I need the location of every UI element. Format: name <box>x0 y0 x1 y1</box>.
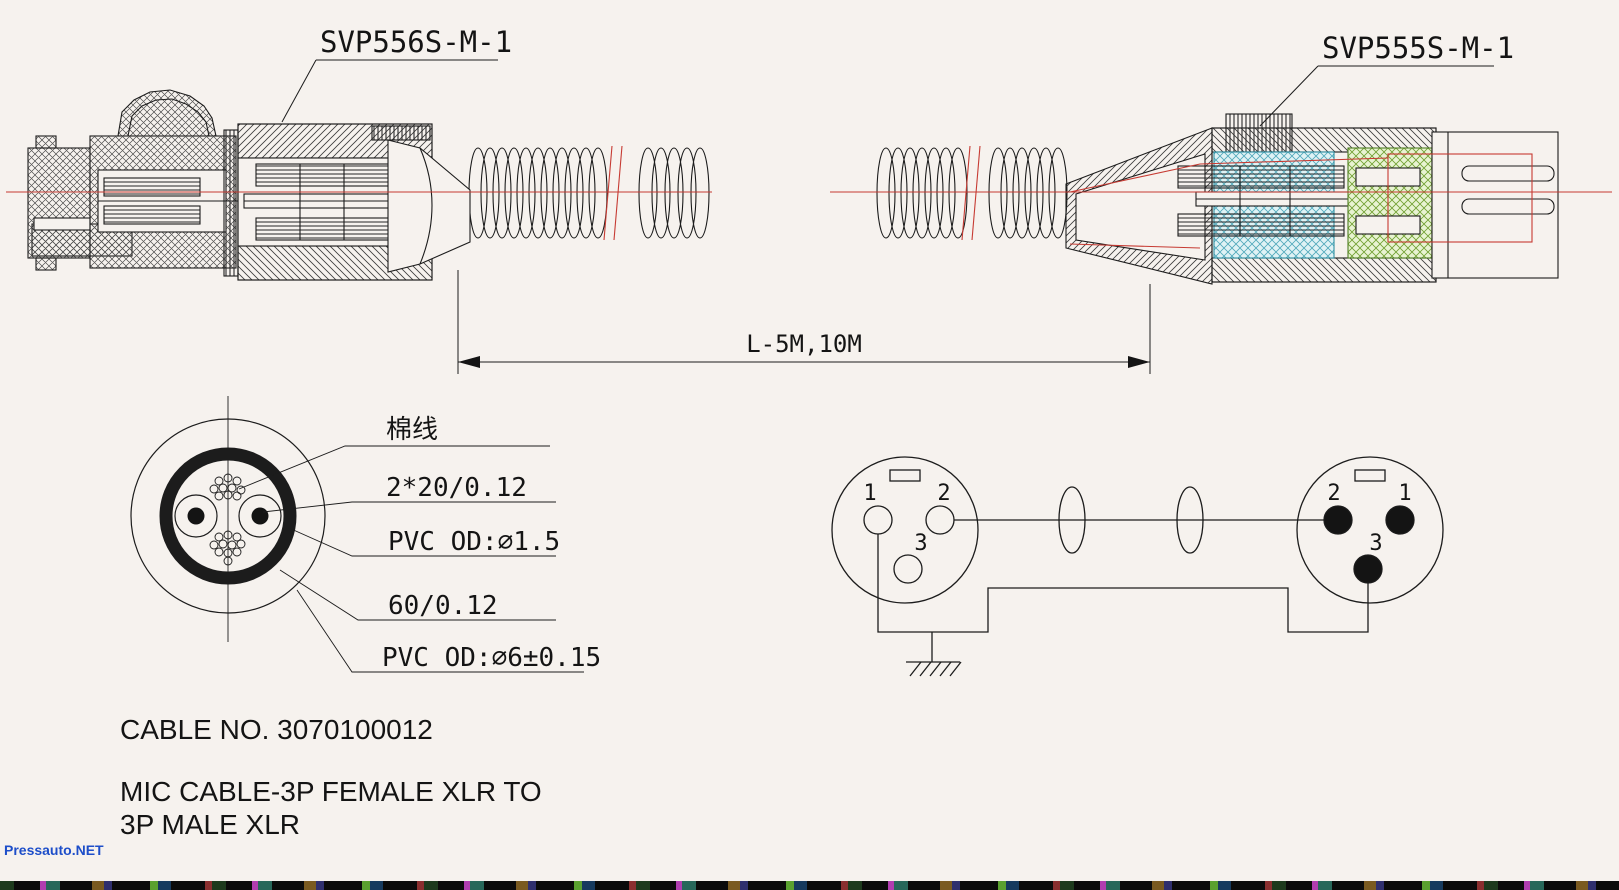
schematic-wires <box>877 486 1369 633</box>
scan-artifact-strip <box>0 881 1619 890</box>
cotton-label: 棉线 <box>386 415 438 445</box>
inner-pvc-label: PVC OD:∅1.5 <box>388 527 560 557</box>
connector-left-label: SVP556S-M-1 <box>320 25 512 59</box>
connector-right-label: SVP555S-M-1 <box>1322 31 1514 65</box>
title-line2: 3P MALE XLR <box>120 809 300 840</box>
cable-break-marks-left <box>603 145 623 241</box>
cable-length-label: L-5M,10M <box>746 330 862 358</box>
pin3-right-label: 3 <box>1369 531 1382 556</box>
pin1-right-label: 1 <box>1398 481 1411 506</box>
pin2-right-label: 2 <box>1327 481 1340 506</box>
dimension-arrow-left <box>458 356 480 368</box>
xlr-male-face <box>1296 456 1444 604</box>
pin2-right <box>1323 505 1353 535</box>
cable-break-marks-right <box>961 145 981 241</box>
connector-drawing-left <box>27 89 710 281</box>
connector-drawing-right <box>876 113 1559 285</box>
cotton-filler-top <box>209 473 246 501</box>
pin3-left <box>893 554 923 584</box>
dimension-arrow-right <box>1128 356 1150 368</box>
cable-coil-right <box>876 147 968 239</box>
conductor-label: 2*20/0.12 <box>386 473 527 503</box>
dimension-line <box>457 270 1151 374</box>
pin1-left-label: 1 <box>863 481 876 506</box>
outer-jacket-circle <box>130 418 326 614</box>
cable-loop-1 <box>1058 486 1086 554</box>
cable-coil-left <box>468 147 608 239</box>
pin2-left <box>925 505 955 535</box>
earth-ground-icon <box>906 632 962 677</box>
cable-loop-2 <box>1176 486 1204 554</box>
watermark-text: Pressauto.NET <box>4 842 104 858</box>
label-leaders <box>281 59 1494 127</box>
pin1-right <box>1385 505 1415 535</box>
title-line1: MIC CABLE-3P FEMALE XLR TO <box>120 776 542 807</box>
shield-label: 60/0.12 <box>388 591 498 621</box>
cable-number-text: CABLE NO. 3070100012 <box>120 714 433 745</box>
outer-pvc-label: PVC OD:∅6±0.15 <box>382 643 601 673</box>
cable-cross-section <box>130 396 584 673</box>
pin1-left <box>863 505 893 535</box>
section-leader-lines <box>238 445 584 673</box>
pin2-left-label: 2 <box>937 481 950 506</box>
keyway-notch-left <box>889 469 921 482</box>
xlr-female-face <box>831 456 979 604</box>
shield-ring <box>159 447 297 585</box>
wiring-schematic <box>831 456 1444 677</box>
internal-wire-lines <box>1069 153 1533 249</box>
keyway-notch-right <box>1354 469 1386 482</box>
pin3-left-label: 3 <box>914 531 927 556</box>
cotton-filler-bottom <box>209 530 246 566</box>
pin3-right <box>1353 554 1383 584</box>
